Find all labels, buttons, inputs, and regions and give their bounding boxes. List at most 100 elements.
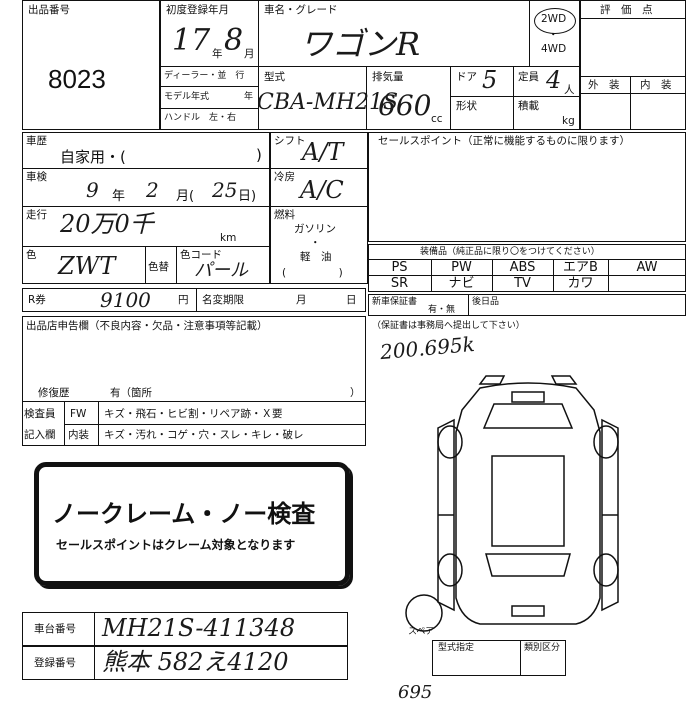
divider: [22, 206, 270, 207]
divider: [22, 246, 270, 247]
lot-label: 出品番号: [28, 4, 70, 16]
recycle-value: 9100: [100, 288, 151, 312]
color-code-label: 色コード: [180, 249, 222, 261]
divider: [258, 0, 259, 66]
paint-label: 色替: [148, 261, 169, 273]
fuel-diesel: 軽 油: [300, 251, 332, 263]
equipment-aw: AW: [636, 260, 658, 275]
equipment-box: [368, 244, 686, 292]
inspector-label: 検査員: [24, 408, 56, 420]
equipment-leather: カワ: [567, 276, 594, 291]
history-label: 車歴: [26, 135, 47, 147]
mileage-label: 走行: [26, 209, 47, 221]
divider: [450, 96, 580, 97]
repair-value: 有（箇所: [110, 387, 152, 399]
divider: [258, 66, 259, 130]
shift-value: A/T: [302, 138, 344, 166]
divider: [145, 246, 146, 284]
divider: [630, 76, 631, 130]
shift-box: [270, 132, 368, 284]
drive-dot: ・: [548, 29, 559, 41]
insp-year: 9: [86, 178, 99, 202]
capacity-value: 4: [546, 66, 562, 94]
no-claim-notice: [34, 462, 350, 586]
doors-label: ドア: [456, 71, 477, 83]
warranty-label: 新車保証書: [372, 297, 418, 307]
score-label: 評 価 点: [600, 4, 653, 16]
recycle-label: R券: [28, 294, 46, 306]
car-body-outline: [455, 382, 601, 625]
name-change-day: 日: [346, 294, 357, 306]
divider: [368, 275, 686, 276]
year-unit: 年: [212, 48, 223, 60]
equipment-abs: ABS: [509, 260, 536, 275]
rear-lamp-right: [550, 375, 578, 385]
insp-month-unit: 月(: [176, 189, 195, 204]
divider: [94, 646, 95, 680]
fw-label: FW: [70, 408, 87, 420]
doors-value: 5: [482, 66, 498, 94]
report-box: [22, 316, 366, 446]
interior-score-label: 内 装: [640, 79, 672, 91]
insp-month: 2: [146, 178, 159, 202]
wheel-rear-right: [593, 425, 619, 459]
equipment-tv: TV: [514, 276, 531, 291]
score-box: [580, 0, 686, 130]
first-reg-month: 8: [224, 23, 244, 58]
mileage-unit: km: [220, 232, 237, 244]
divider: [160, 86, 258, 87]
equipment-pw: PW: [451, 260, 472, 275]
history-close: ): [256, 146, 262, 164]
fuel-dot: ・: [310, 237, 321, 249]
rear-lamp-left: [478, 375, 506, 385]
recycle-unit: 円: [178, 294, 189, 306]
front-plate: [511, 605, 545, 617]
displacement-value: 660: [378, 89, 432, 122]
drive-2wd: 2WD: [541, 13, 567, 25]
rear-date-label: 後日品: [472, 297, 500, 307]
divider: [366, 66, 367, 130]
registration-box: [22, 646, 348, 680]
divider: [94, 612, 95, 646]
divider: [270, 168, 368, 169]
car-name: ワゴンR: [300, 25, 421, 63]
right-doors: [601, 418, 619, 612]
first-reg-label: 初度登録年月: [166, 4, 229, 16]
model-year-unit: 年: [244, 92, 254, 102]
chassis-value: MH21S-411348: [102, 614, 296, 642]
inspection-label: 車検: [26, 171, 47, 183]
equipment-label: 装備品（純正品に限り〇をつけてください）: [420, 247, 600, 257]
warranty-note: （保証書は事務局へ提出して下さい）: [372, 321, 525, 331]
category-label: 類別区分: [524, 643, 561, 653]
mileage-value: 20万0千: [60, 210, 154, 238]
first-reg-year: 17: [172, 23, 211, 58]
lot-number: 8023: [48, 64, 106, 94]
car-name-label: 車名・グレード: [264, 4, 338, 16]
wheel-front-left: [437, 553, 463, 587]
lot-box: [22, 0, 160, 130]
fuel-gasoline: ガソリン: [294, 223, 336, 235]
divider: [160, 108, 258, 109]
ac-value: A/C: [300, 176, 344, 204]
notice-subtitle: セールスポイントはクレーム対象となります: [56, 538, 296, 552]
sales-point-label: セールスポイント（正常に機能するものに限ります）: [378, 135, 630, 147]
divider: [553, 259, 554, 292]
spare-circle: [405, 594, 443, 632]
windshield: [485, 553, 571, 577]
roof: [491, 455, 565, 547]
divider: [492, 259, 493, 292]
exterior-label: 外 装: [588, 79, 620, 91]
recycle-box: [22, 288, 366, 312]
divider: [520, 640, 521, 676]
divider: [513, 66, 514, 130]
name-change-month: 月: [296, 294, 307, 306]
divider: [64, 401, 65, 446]
left-doors: [437, 418, 455, 612]
type-value: CBA-MH21S: [257, 90, 399, 115]
registration-label: 登録番号: [34, 657, 76, 669]
divider: [580, 76, 686, 77]
handwritten-note: 200.695k: [379, 331, 476, 365]
equipment-airbag: エアB: [563, 260, 598, 275]
ac-label: 冷房: [274, 171, 295, 183]
equipment-sr: SR: [390, 276, 409, 291]
